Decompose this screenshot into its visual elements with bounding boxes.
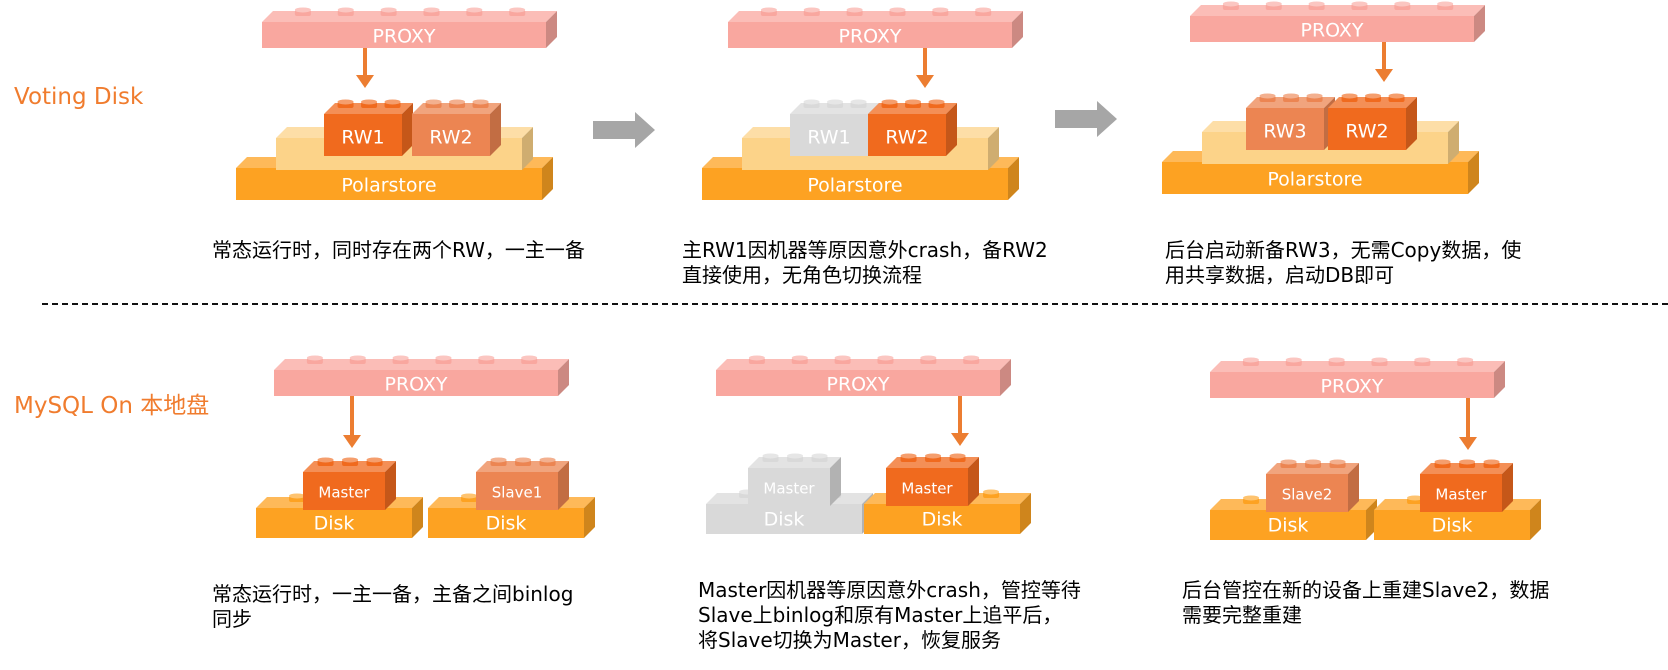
db-node-block [476,457,569,510]
caption-voting-3: 后台启动新备RW3，无需Copy数据，使 用共享数据，启动DB即可 [1165,238,1522,287]
caption-voting-1: 常态运行时，同时存在两个RW，一主一备 [212,238,585,262]
section-divider [42,303,1668,305]
proxy-label: PROXY [384,374,447,396]
caption-mysql-3: 后台管控在新的设备上重建Slave2，数据 需要完整重建 [1182,578,1550,627]
db-node-label: Master [1435,486,1487,504]
disk-label: Disk [1268,515,1309,537]
disk-block [256,493,423,538]
disk-label: Disk [1432,515,1473,537]
disk-label: Disk [922,509,963,531]
proxy-arrow-head [1459,437,1477,450]
disk-label: Disk [314,513,355,535]
disk-label: Disk [764,509,805,531]
db-node-label: Master [318,484,370,502]
rw-node-label: RW3 [1263,121,1306,143]
caption-voting-2: 主RW1因机器等原因意外crash，备RW2 直接使用，无角色切换流程 [682,238,1048,287]
rw-node-label: RW2 [1345,121,1388,143]
rw-node-block [1246,93,1335,150]
caption-mysql-2: Master因机器等原因意外crash，管控等待 Slave上binlog和原有… [698,578,1081,652]
proxy-block [274,355,569,396]
proxy-block [1210,357,1505,398]
proxy-block [716,355,1011,396]
proxy-label: PROXY [838,26,901,48]
db-node-block [886,453,979,506]
db-node-label: Slave1 [492,484,543,502]
proxy-arrow-head [951,433,969,446]
rw-node-block [324,99,413,156]
proxy-label: PROXY [826,374,889,396]
rw-node-block [868,99,957,156]
proxy-arrow-head [356,75,374,88]
rw-node-label: RW1 [807,127,850,149]
proxy-block [728,7,1023,48]
polarstore-label: Polarstore [1267,169,1362,191]
db-node-label: Master [901,480,953,498]
caption-mysql-1: 常态运行时，一主一备，主备之间binlog 同步 [212,582,574,631]
transition-arrow-1 [593,112,655,148]
db-node-label: Master [763,480,815,498]
proxy-block [262,7,557,48]
row-label-voting-disk: Voting Disk [14,84,144,110]
rw-node-label: RW2 [885,127,928,149]
row-label-mysql-local: MySQL On 本地盘 [14,393,210,419]
proxy-label: PROXY [1300,20,1363,42]
proxy-label: PROXY [372,26,435,48]
db-node-block [1420,459,1513,512]
db-node-block [303,457,396,510]
db-node-label: Slave2 [1282,486,1333,504]
polarstore-label: Polarstore [341,175,436,197]
transition-arrow-2 [1055,101,1117,137]
rw-node-block [1328,93,1417,150]
proxy-arrow-head [1375,69,1393,82]
proxy-arrow-head [343,435,361,448]
rw-node-label: RW2 [429,127,472,149]
rw-node-label: RW1 [341,127,384,149]
proxy-arrow-head [916,75,934,88]
disk-label: Disk [486,513,527,535]
disk-block [1374,495,1541,540]
proxy-label: PROXY [1320,376,1383,398]
proxy-block [1190,1,1485,42]
db-node-block [748,453,841,506]
rw-node-block [412,99,501,156]
polarstore-label: Polarstore [807,175,902,197]
db-node-block [1266,459,1359,512]
